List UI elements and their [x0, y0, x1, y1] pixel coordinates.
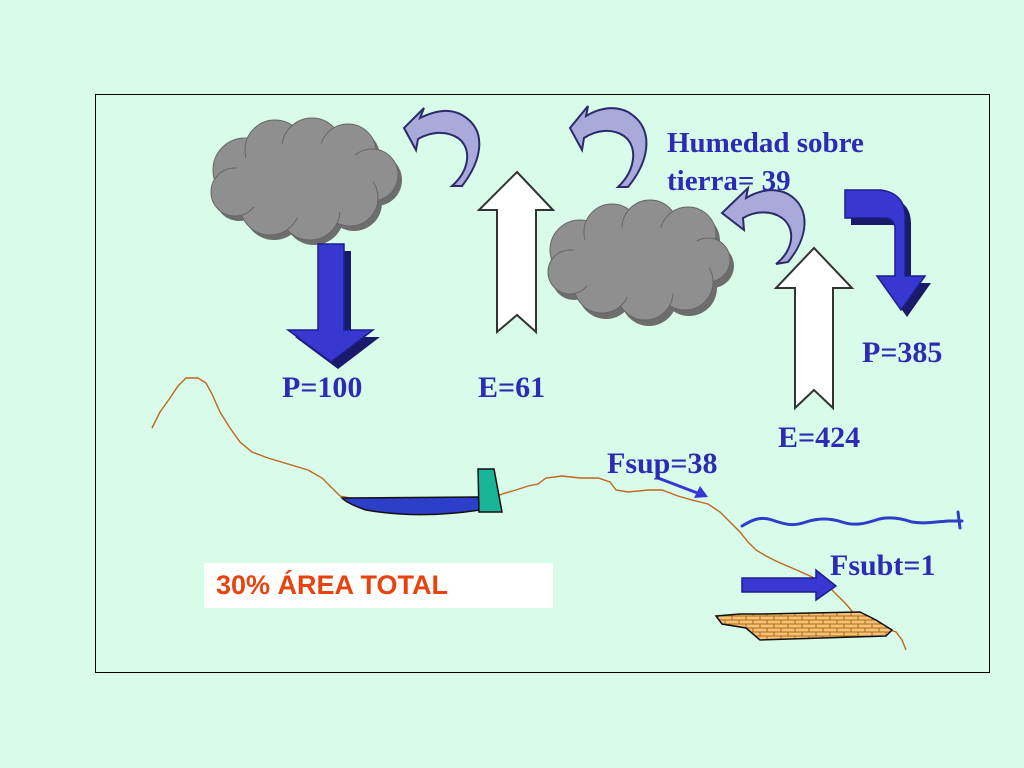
- evaporation-arrow-right: [773, 246, 855, 411]
- river-line: [740, 510, 964, 530]
- dam: [477, 468, 503, 513]
- precipitation-arrow-left: [285, 243, 380, 369]
- moisture-label-line2: tierra= 39: [667, 165, 791, 197]
- cloud-left: [210, 117, 402, 245]
- moisture-arrow-middle: [568, 105, 648, 188]
- precipitation-arrow-right: [844, 189, 931, 317]
- reservoir-lake: [340, 496, 481, 516]
- moisture-over-land-label: Humedad sobre tierra= 39: [667, 124, 864, 200]
- subsurface-flow-label: Fsubt=1: [830, 549, 936, 582]
- moisture-arrow-left: [402, 107, 481, 187]
- fsup-arrow: [657, 476, 708, 498]
- moisture-label-line1: Humedad sobre: [667, 127, 864, 159]
- aquifer: [714, 611, 894, 641]
- precipitation-right-label: P=385: [862, 336, 943, 369]
- cloud-right: [547, 199, 734, 326]
- diagram-frame: [95, 94, 990, 673]
- surface-flow-label: Fsup=38: [607, 447, 718, 480]
- terrain-profile: [151, 377, 907, 651]
- evaporation-arrow-left: [476, 170, 556, 335]
- evaporation-right-label: E=424: [778, 421, 861, 454]
- moisture-arrow-right: [720, 185, 806, 265]
- evaporation-left-label: E=61: [478, 371, 546, 404]
- fsubt-arrow: [741, 568, 838, 602]
- precipitation-left-label: P=100: [282, 371, 363, 404]
- area-note: 30% ÁREA TOTAL: [204, 563, 553, 608]
